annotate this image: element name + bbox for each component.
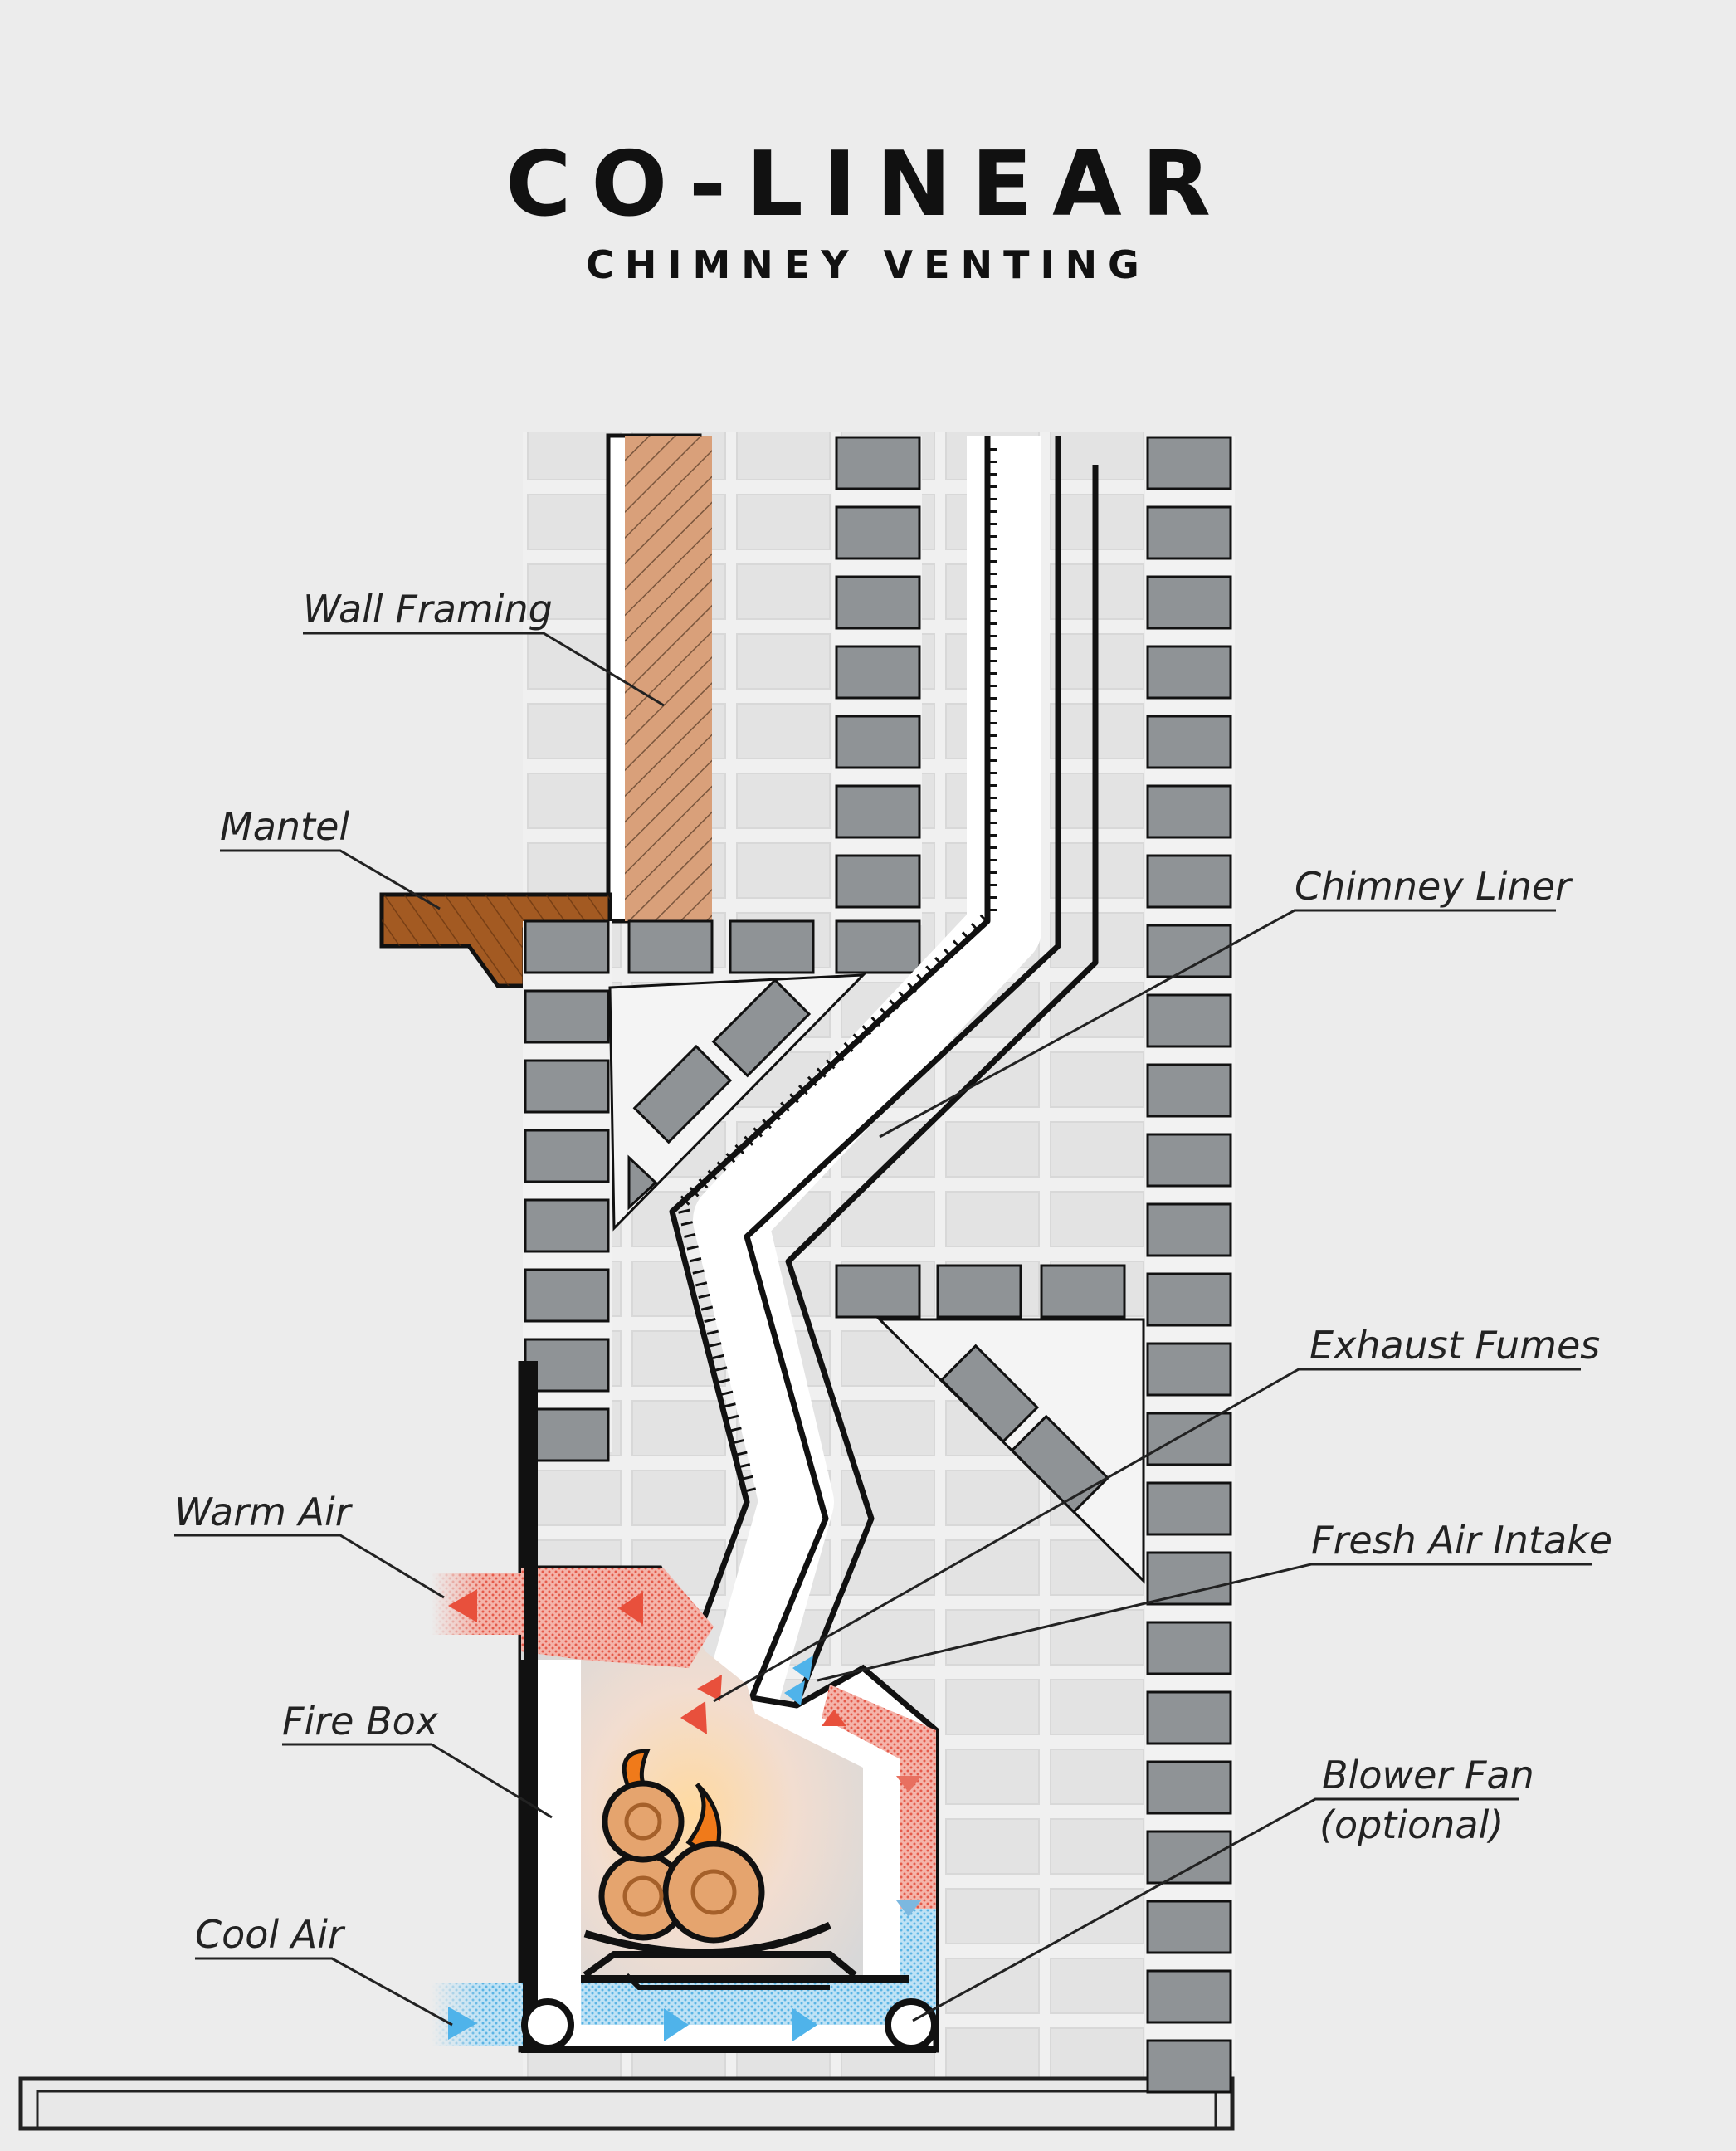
brick <box>1146 993 1232 1048</box>
brick <box>1146 1760 1232 1815</box>
brick <box>1146 715 1232 769</box>
brick <box>1146 784 1232 839</box>
brick <box>1040 1264 1126 1319</box>
brick <box>1146 1900 1232 1954</box>
brick <box>524 1268 610 1323</box>
brick <box>1146 1133 1232 1188</box>
label-blower-fan-note: (optional) <box>1319 1802 1504 1847</box>
diagram-title: CO-LINEAR <box>505 133 1231 237</box>
brick <box>835 715 921 769</box>
wall-framing <box>606 433 712 924</box>
brick <box>835 1264 921 1319</box>
brick <box>1146 1342 1232 1397</box>
brick <box>1146 436 1232 490</box>
brick <box>1146 854 1232 909</box>
brick <box>1146 1690 1232 1745</box>
brick <box>835 436 921 490</box>
brick <box>835 919 921 974</box>
brick <box>1146 645 1232 700</box>
brick <box>1146 1063 1232 1118</box>
brick <box>835 784 921 839</box>
brick <box>1146 1621 1232 1675</box>
brick <box>1146 2039 1232 2094</box>
diagram-subtitle: CHIMNEY VENTING <box>586 242 1150 287</box>
brick <box>1146 1481 1232 1536</box>
log-grate <box>583 1921 857 1990</box>
brick <box>1146 1202 1232 1257</box>
fire-logs <box>598 1749 765 1944</box>
brick <box>835 854 921 909</box>
brick <box>936 1264 1022 1319</box>
air-arrows <box>618 1592 921 2041</box>
label-exhaust-fumes: Exhaust Fumes <box>1309 1323 1600 1368</box>
floor <box>18 2076 1235 2131</box>
labels: Wall Framing Mantel Chimney Liner Exhaus… <box>174 587 1612 1957</box>
brick <box>627 919 714 974</box>
brick <box>524 989 610 1044</box>
chimney-liner <box>669 436 1099 1736</box>
label-cool-air: Cool Air <box>195 1912 346 1957</box>
brick <box>524 1338 610 1393</box>
brick <box>1146 1969 1232 2024</box>
label-mantel: Mantel <box>220 804 349 849</box>
brick <box>835 645 921 700</box>
brick <box>835 575 921 630</box>
brick <box>524 919 610 974</box>
brick <box>524 1198 610 1253</box>
label-warm-air: Warm Air <box>174 1490 354 1534</box>
smoke-shelf-right <box>876 1318 1145 1584</box>
label-blower-fan: Blower Fan <box>1322 1753 1534 1797</box>
smoke-shelf-left <box>608 973 866 1232</box>
brick <box>1146 1272 1232 1327</box>
brick <box>524 1059 610 1114</box>
brick <box>729 919 815 974</box>
brick <box>524 1129 610 1183</box>
brick <box>1146 575 1232 630</box>
label-wall-framing: Wall Framing <box>303 587 553 632</box>
label-fire-box: Fire Box <box>282 1699 439 1744</box>
blower-fan <box>521 1998 938 2051</box>
warm-air-outlet <box>432 1573 523 1635</box>
brick <box>1146 1830 1232 1885</box>
callout-lines <box>174 632 1592 2027</box>
brick <box>835 505 921 560</box>
brick <box>1146 1551 1232 1606</box>
brick-masonry <box>523 436 1235 2094</box>
label-fresh-air-intake: Fresh Air Intake <box>1311 1518 1612 1563</box>
cool-air-inlet <box>432 1983 523 2046</box>
brick <box>1146 505 1232 560</box>
label-chimney-liner: Chimney Liner <box>1295 864 1573 909</box>
brick <box>1146 1412 1232 1466</box>
